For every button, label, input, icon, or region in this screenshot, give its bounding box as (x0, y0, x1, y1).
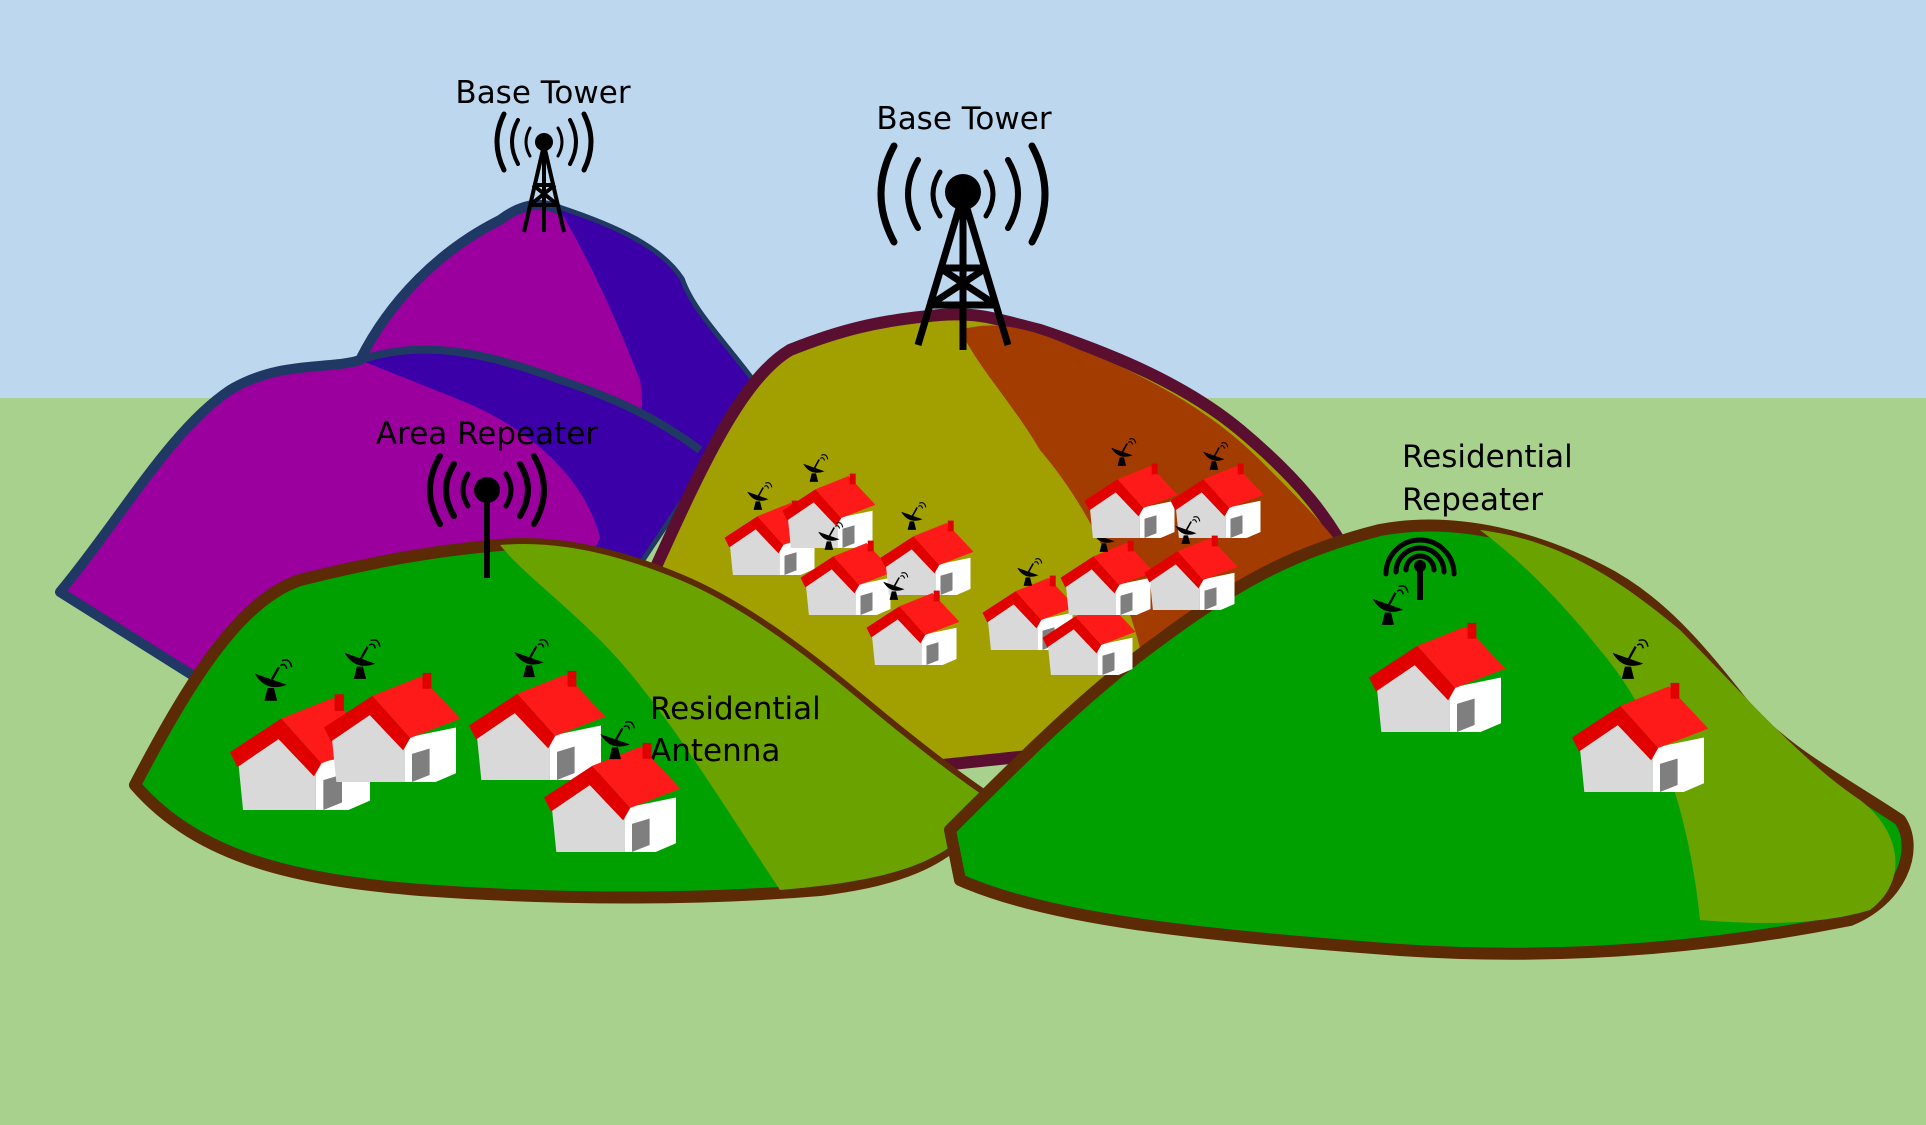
residential-repeater-label-line2: Repeater (1402, 482, 1543, 518)
area-repeater-label: Area Repeater (376, 416, 598, 452)
base-tower-left-label: Base Tower (455, 75, 630, 111)
signal-waves-icon (427, 453, 547, 527)
signal-waves-icon (494, 111, 594, 173)
signal-emitter-icon (474, 477, 500, 503)
tower-icon (522, 144, 566, 233)
signal-emitter-icon (535, 133, 553, 151)
base-tower-left: Base Tower (455, 75, 631, 233)
signal-waves-icon (877, 142, 1049, 246)
residential-antenna-label-line1: Residential (650, 691, 821, 727)
residential-repeater: Residential Repeater (1383, 439, 1573, 600)
signal-emitter-icon (1414, 560, 1426, 572)
base-tower-right: Base Tower (876, 101, 1052, 350)
residential-antenna-label-line2: Antenna (650, 733, 780, 769)
signal-emitter-icon (945, 174, 981, 210)
residential-repeater-label-line1: Residential (1402, 439, 1573, 475)
tower-icon (914, 193, 1012, 350)
base-tower-right-label: Base Tower (876, 101, 1051, 137)
area-repeater: Area Repeater (376, 416, 598, 578)
signal-waves-icon (1383, 537, 1457, 577)
